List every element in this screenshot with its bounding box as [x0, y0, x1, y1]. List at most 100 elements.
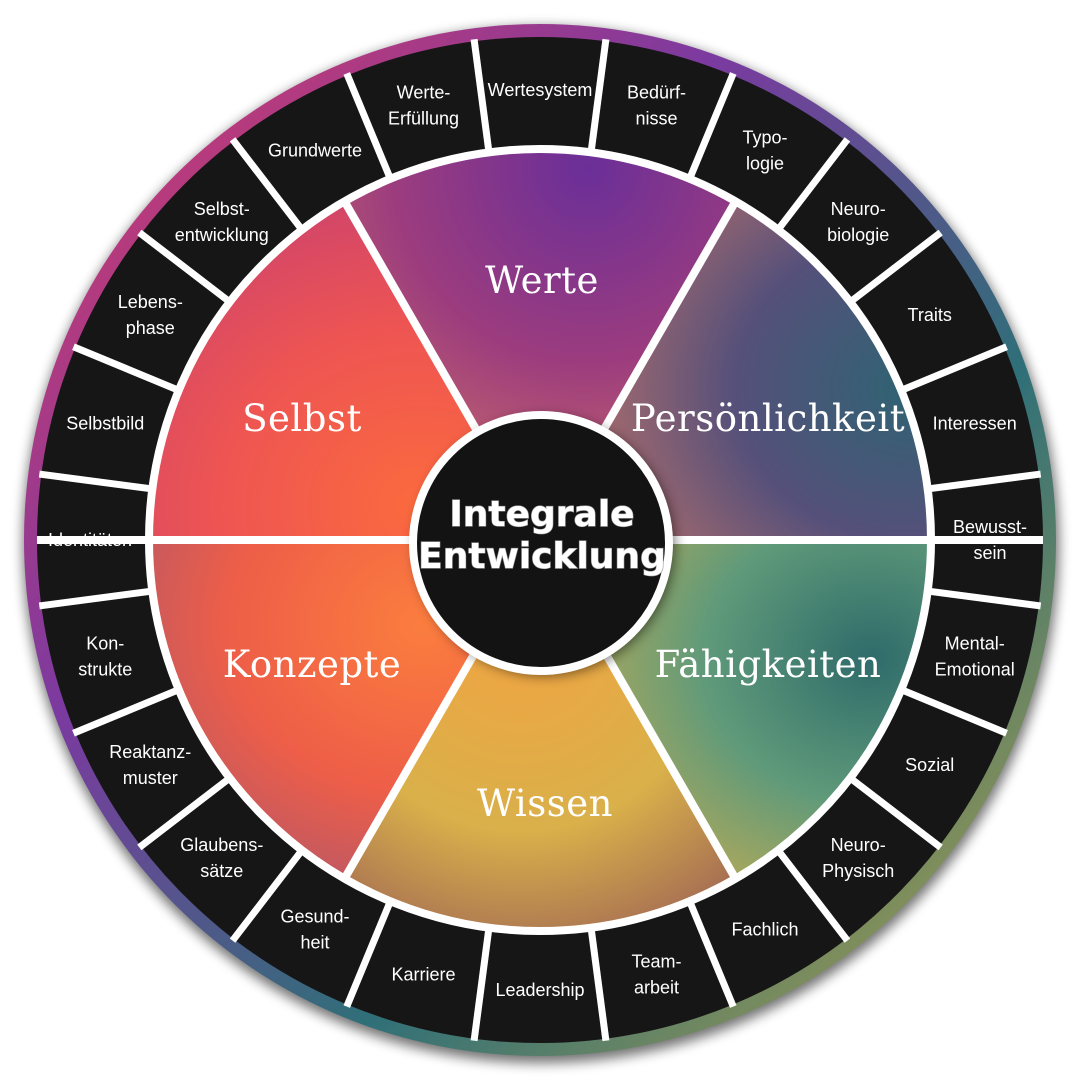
outer-label-neuro-physisch: Neuro-Physisch [822, 835, 894, 881]
outer-label-typologie: Typo-logie [742, 127, 787, 173]
outer-label-line: sätze [200, 861, 243, 881]
center-title-line2: Entwicklung [418, 536, 666, 577]
segment-dividers [37, 199, 1043, 881]
outer-label-bewusstsein: Bewusst-sein [953, 517, 1027, 563]
outer-label-line: Neuro- [831, 199, 886, 219]
outer-label-line: Reaktanz- [109, 742, 191, 762]
outer-label-werte-erfuellung: Werte- Erfüllung [388, 82, 459, 128]
outer-label-line: Bewusst- [953, 517, 1027, 537]
outer-label-line: Traits [908, 305, 952, 325]
outer-label-line: Team- [631, 952, 681, 972]
outer-ring-divider [927, 470, 1042, 493]
outer-label-line: Gesund- [280, 907, 349, 927]
outer-label-identitaeten: Identitäten [48, 530, 132, 550]
segment-werte [344, 149, 736, 540]
outer-label-beduerfnisse: Bedürf-nisse [627, 82, 686, 128]
outer-label-selbstbild: Selbstbild [66, 414, 144, 434]
outer-ring-divider [137, 775, 232, 851]
outer-label-leadership: Leadership [495, 980, 584, 1000]
outer-ring-divider [38, 470, 153, 493]
outer-label-line: logie [746, 153, 784, 173]
outer-ring-labels: Werte- Erfüllung Wertesystem Bedürf-nisseTy… [48, 80, 1027, 1000]
outer-label-line: Sozial [905, 755, 954, 775]
outer-label-line: sein [973, 543, 1006, 563]
outer-label-line: Lebens- [118, 292, 183, 312]
outer-label-konstrukte: Kon-strukte [78, 634, 132, 680]
outer-ring-divider [72, 343, 181, 394]
outer-ring-divider [848, 229, 943, 305]
outer-ring-divider [587, 38, 610, 153]
outer-label-line: Selbstbild [66, 414, 144, 434]
segment-label-persoenlichkeit: Persönlichkeit [631, 397, 905, 440]
segment-label-wissen: Wissen [477, 782, 613, 825]
center-title-line1: Integrale [449, 494, 634, 535]
outer-ring-divider [775, 137, 851, 232]
outer-label-line: Identitäten [48, 530, 132, 550]
segment-label-werte: Werte [485, 259, 599, 302]
outer-label-line: Karriere [391, 965, 455, 985]
outer-label-line: Bedürf- [627, 82, 686, 102]
outer-label-grundwerte: Grundwerte [268, 140, 362, 160]
outer-ring-divider [848, 775, 943, 851]
outer-label-glaubenssaetze: Glaubens-sätze [180, 835, 263, 881]
outer-label-line: Interessen [933, 414, 1017, 434]
outer-ring-divider [137, 229, 232, 305]
outer-label-selbstentwicklung: Selbst-entwicklung [175, 199, 269, 245]
outer-label-fachlich: Fachlich [731, 920, 798, 940]
outer-ring-divider [72, 686, 181, 737]
segment-divider [341, 199, 480, 432]
segment-label-faehigkeiten: Fähigkeiten [655, 643, 882, 686]
outer-label-line: phase [126, 318, 175, 338]
segment-divider [600, 199, 739, 432]
outer-ring-divider [686, 72, 737, 181]
outer-ring-dividers [38, 38, 1042, 1042]
outer-label-teamarbeit: Team-arbeit [631, 952, 681, 998]
outer-label-karriere: Karriere [391, 965, 455, 985]
outer-label-line: Leadership [495, 980, 584, 1000]
outer-ring-divider [38, 587, 153, 610]
outer-label-gesundheit: Gesund-heit [280, 907, 349, 953]
outer-ring-divider [899, 343, 1008, 394]
outer-label-interessen: Interessen [933, 414, 1017, 434]
outer-label-line: heit [300, 933, 329, 953]
outer-label-line: Physisch [822, 861, 894, 881]
outer-ring-divider [229, 137, 305, 232]
outer-label-line: Glaubens- [180, 835, 263, 855]
outer-label-line: Werte- [397, 82, 451, 102]
outer-label-line: Emotional [935, 660, 1015, 680]
outer-label-line: Selbst- [194, 199, 250, 219]
outer-ring-divider [470, 927, 493, 1042]
outer-label-line: strukte [78, 660, 132, 680]
outer-label-line: Fachlich [731, 920, 798, 940]
outer-ring-divider [686, 899, 737, 1008]
segment-label-selbst: Selbst [242, 397, 362, 440]
segment-wissen [344, 540, 736, 931]
outer-label-mental-emotional: Mental- Emotional [935, 634, 1015, 680]
outer-label-line: Grundwerte [268, 140, 362, 160]
outer-ring-divider [927, 587, 1042, 610]
segment-divider [600, 648, 739, 881]
outer-label-line: arbeit [634, 978, 679, 998]
outer-label-line: entwicklung [175, 225, 269, 245]
segment-label-konzepte: Konzepte [223, 643, 402, 686]
outer-label-line: nisse [635, 108, 677, 128]
outer-label-line: Typo- [742, 127, 787, 147]
outer-label-line: Erfüllung [388, 108, 459, 128]
outer-ring-divider [899, 686, 1008, 737]
outer-ring-divider [343, 72, 394, 181]
outer-label-wertesystem: Wertesystem [488, 80, 593, 100]
outer-ring-divider [587, 927, 610, 1042]
outer-label-neurobiologie: Neuro-biologie [827, 199, 889, 245]
outer-label-line: biologie [827, 225, 889, 245]
outer-label-line: muster [123, 768, 178, 788]
outer-label-line: Mental- [945, 634, 1005, 654]
outer-label-line: Wertesystem [488, 80, 593, 100]
outer-label-lebensphase: Lebens-phase [118, 292, 183, 338]
segment-divider [341, 648, 480, 881]
outer-label-line: Kon- [86, 634, 124, 654]
outer-label-reaktanzmuster: Reaktanz-muster [109, 742, 191, 788]
outer-ring-divider [470, 38, 493, 153]
outer-ring-divider [775, 848, 851, 943]
